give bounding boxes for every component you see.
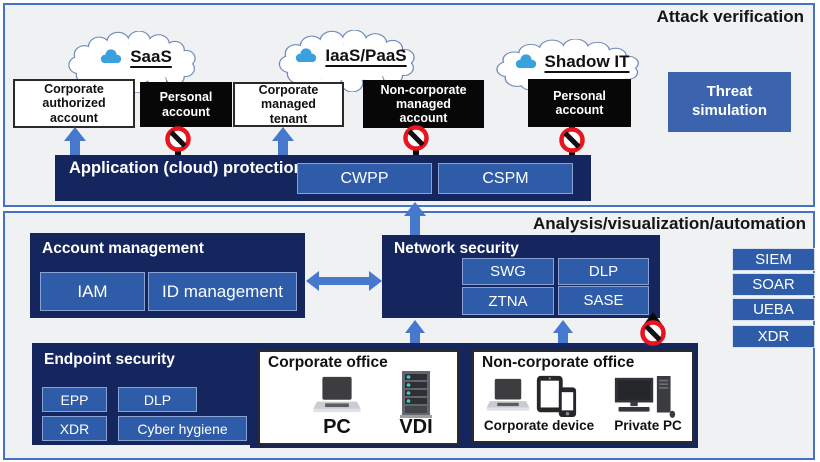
network-security-title: Network security	[394, 240, 519, 257]
cspm-chip: CSPM	[438, 163, 573, 194]
tablet-and-phone-icon	[536, 375, 577, 418]
personal-account-box-saas: Personal account	[140, 82, 232, 127]
cyber-hygiene-chip: Cyber hygiene	[118, 416, 247, 441]
pc-label: PC	[323, 416, 351, 438]
ztna-chip: ZTNA	[462, 287, 554, 315]
ueba-chip: UEBA	[732, 298, 815, 321]
non-corporate-managed-account-box: Non-corporate managed account	[363, 80, 484, 128]
xdr-chip: XDR	[732, 325, 815, 348]
sase-chip: SASE	[558, 286, 649, 315]
cloud-icon	[296, 48, 317, 63]
desktop-pc-icon	[614, 376, 676, 418]
endpoint-security-box: Endpoint security EPP DLP XDR Cyber hygi…	[32, 343, 250, 445]
shadow-it-cloud: Shadow IT	[487, 39, 655, 94]
corporate-managed-tenant-box: Corporate managed tenant	[233, 82, 344, 127]
saas-cloud: SaaS	[60, 31, 210, 93]
non-corporate-office-box: Non-corporate office Corporate device	[472, 350, 694, 443]
application-protection-title: Application (cloud) protection	[69, 159, 304, 177]
offices-container: Corporate office PC VDI Non-corporate o	[250, 343, 698, 448]
epp-chip: EPP	[42, 387, 107, 412]
analysis-title: Analysis/visualization/automation	[532, 214, 806, 233]
prohibited-icon	[403, 125, 429, 151]
xdr-endpoint-chip: XDR	[42, 416, 107, 441]
corporate-device-label: Corporate device	[483, 418, 595, 433]
corporate-office-title: Corporate office	[268, 354, 388, 371]
account-management-title: Account management	[42, 240, 204, 257]
prohibited-icon	[640, 320, 666, 346]
cwpp-chip: CWPP	[297, 163, 432, 194]
vdi-server-icon	[400, 371, 432, 418]
swg-chip: SWG	[462, 258, 554, 285]
id-management-chip: ID management	[148, 272, 297, 311]
corporate-authorized-account-box: Corporate authorized account	[13, 79, 135, 128]
laptop-icon	[313, 376, 361, 413]
dlp-chip: DLP	[558, 258, 649, 285]
siem-chip: SIEM	[732, 248, 815, 271]
threat-simulation-box: Threat simulation	[668, 72, 791, 132]
vdi-label: VDI	[399, 416, 433, 438]
non-corporate-office-title: Non-corporate office	[482, 354, 635, 371]
iaas-paas-cloud: IaaS/PaaS	[270, 30, 430, 92]
shadow-it-label: Shadow IT	[544, 52, 630, 71]
soar-chip: SOAR	[732, 273, 815, 296]
laptop-icon	[486, 378, 530, 411]
iam-chip: IAM	[40, 272, 145, 311]
attack-verification-title: Attack verification	[656, 7, 804, 26]
cloud-icon	[101, 49, 122, 64]
personal-account-box-shadow-it: Personal account	[528, 79, 631, 127]
cloud-icon	[515, 54, 536, 69]
threat-simulation-label: Threat simulation	[691, 83, 767, 119]
corporate-office-box: Corporate office PC VDI	[258, 350, 459, 445]
endpoint-security-title: Endpoint security	[44, 351, 175, 368]
account-management-box: Account management IAM ID management	[30, 233, 305, 318]
network-security-box: Network security SWG DLP ZTNA SASE	[382, 235, 660, 318]
dlp-endpoint-chip: DLP	[118, 387, 197, 412]
application-protection-bar: Application (cloud) protection CWPP CSPM	[55, 155, 591, 201]
prohibited-icon	[559, 127, 585, 153]
private-pc-label: Private PC	[614, 418, 682, 433]
iaas-paas-label: IaaS/PaaS	[325, 46, 407, 65]
prohibited-icon	[165, 126, 191, 152]
saas-label: SaaS	[130, 47, 172, 66]
